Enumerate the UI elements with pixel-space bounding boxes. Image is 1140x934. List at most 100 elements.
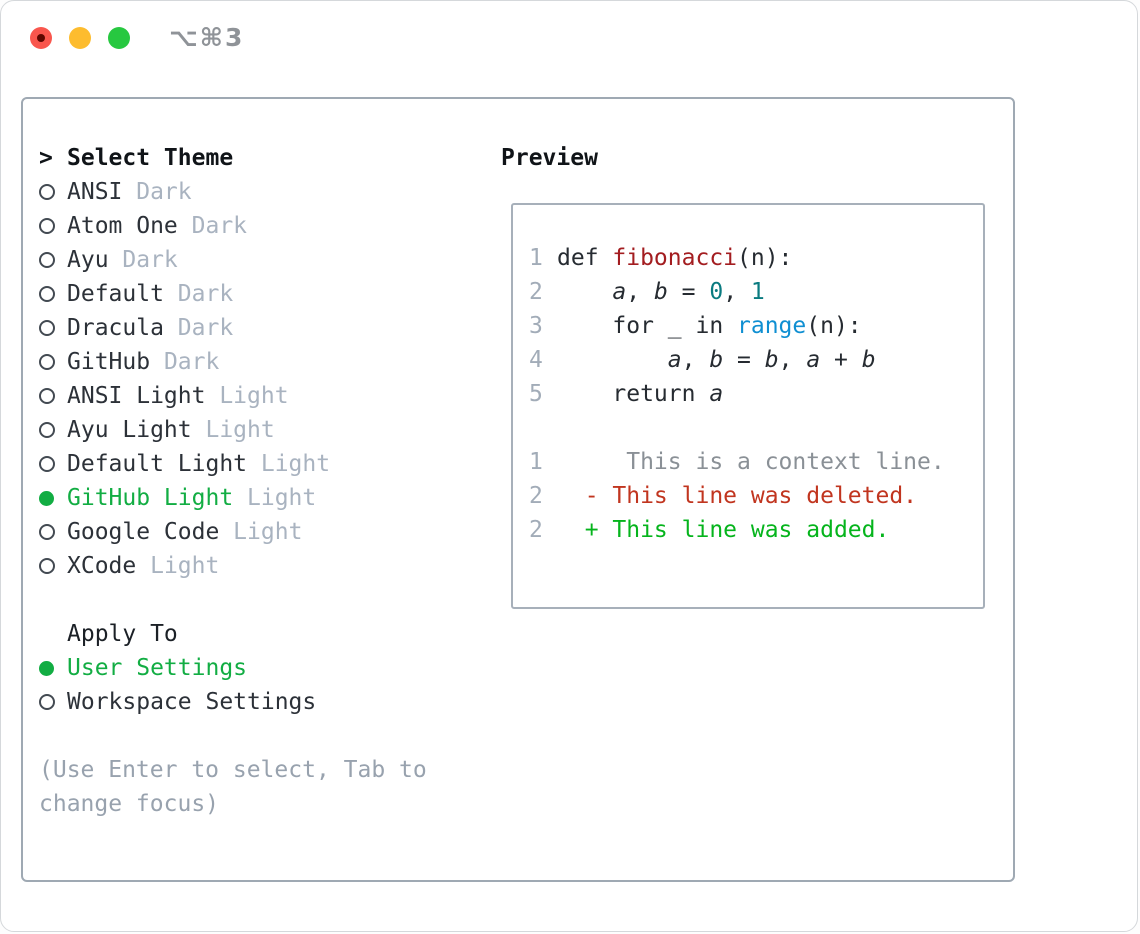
code-segment: - This line was deleted. [557, 483, 918, 509]
code-segment: b [653, 279, 668, 305]
preview-title: Preview [501, 145, 598, 171]
code-segment: = [723, 347, 765, 373]
theme-variant-tag: Light [205, 383, 289, 409]
radio-icon [39, 422, 55, 438]
theme-option-github[interactable]: GitHub Dark [39, 345, 427, 379]
radio-icon [39, 694, 55, 710]
theme-variant-tag: Light [233, 485, 317, 511]
line-number: 2 [529, 483, 543, 509]
hint-line-1: (Use Enter to select, Tab to [39, 757, 427, 783]
spacer [39, 719, 427, 753]
window-title: ⌥⌘3 [169, 23, 245, 52]
radio-icon [39, 354, 55, 370]
theme-option-default-light[interactable]: Default Light Light [39, 447, 427, 481]
code-segment: a [667, 347, 682, 373]
theme-variant-tag: Dark [122, 179, 192, 205]
radio-icon [39, 252, 55, 268]
theme-option-default[interactable]: Default Dark [39, 277, 427, 311]
preview-line: 4 a, b = b, a + b [529, 343, 983, 377]
preview-line: 2 + This line was added. [529, 513, 983, 547]
theme-name: Ayu Light [67, 417, 192, 443]
radio-icon [39, 456, 55, 472]
code-segment: fibonacci [612, 245, 738, 271]
theme-name: ANSI Light [67, 383, 206, 409]
radio-icon [39, 524, 55, 540]
theme-name: Default Light [67, 451, 248, 477]
preview-line: 1 This is a context line. [529, 445, 983, 479]
blank-line [529, 411, 983, 445]
theme-name: Dracula [67, 315, 164, 341]
apply-to-title: Apply To [67, 621, 178, 647]
code-segment: a [709, 381, 724, 407]
theme-name: GitHub [67, 349, 151, 375]
code-segment: , [626, 279, 654, 305]
line-number: 1 [529, 245, 543, 271]
line-number: 4 [529, 347, 543, 373]
apply-option-workspace-settings[interactable]: Workspace Settings [39, 685, 427, 719]
select-theme-header: > Select Theme [39, 141, 427, 175]
theme-variant-tag: Dark [108, 247, 178, 273]
minimize-button[interactable] [69, 27, 91, 49]
theme-variant-tag: Light [247, 451, 331, 477]
theme-option-atom-one[interactable]: Atom One Dark [39, 209, 427, 243]
theme-name: Atom One [67, 213, 178, 239]
code-segment: , [681, 347, 710, 373]
theme-option-ansi-light[interactable]: ANSI Light Light [39, 379, 427, 413]
code-segment: (n): [806, 313, 862, 339]
code-segment: This is a context line. [557, 449, 945, 475]
theme-option-ansi[interactable]: ANSI Dark [39, 175, 427, 209]
theme-variant-tag: Light [136, 553, 220, 579]
code-segment: b [764, 347, 779, 373]
theme-variant-tag: Light [191, 417, 275, 443]
line-number: 2 [529, 279, 543, 305]
line-number: 1 [529, 449, 543, 475]
code-segment: 1 [750, 279, 765, 305]
radio-icon [39, 558, 55, 574]
theme-option-ayu-light[interactable]: Ayu Light Light [39, 413, 427, 447]
zoom-button[interactable] [108, 27, 130, 49]
code-segment [557, 347, 668, 373]
apply-to-header: Apply To [39, 617, 427, 651]
apply-option-label: User Settings [67, 655, 248, 681]
radio-selected-icon [39, 660, 54, 676]
theme-variant-tag: Light [219, 519, 303, 545]
theme-option-github-light[interactable]: GitHub Light Light [39, 481, 427, 515]
theme-name: GitHub Light [67, 485, 234, 511]
line-number: 5 [529, 381, 543, 407]
preview-line: 3 for _ in range(n): [529, 309, 983, 343]
theme-option-ayu[interactable]: Ayu Dark [39, 243, 427, 277]
line-number: 3 [529, 313, 543, 339]
preview-line: 5 return a [529, 377, 983, 411]
apply-option-user-settings[interactable]: User Settings [39, 651, 427, 685]
code-segment: range [737, 313, 807, 339]
code-segment: (n): [737, 245, 793, 271]
radio-icon [39, 286, 55, 302]
close-button[interactable] [30, 27, 52, 49]
code-segment: b [709, 347, 724, 373]
theme-option-dracula[interactable]: Dracula Dark [39, 311, 427, 345]
code-segment: b [861, 347, 876, 373]
theme-variant-tag: Dark [163, 281, 234, 307]
hint-line-2: change focus) [39, 791, 220, 817]
code-segment: = [667, 279, 710, 305]
radio-selected-icon [39, 490, 54, 506]
preview-line: 2 a, b = 0, 1 [529, 275, 983, 309]
code-segment: for _ in [557, 313, 738, 339]
code-segment [557, 279, 612, 305]
prompt-icon: > [39, 145, 53, 171]
theme-option-xcode[interactable]: XCode Light [39, 549, 427, 583]
code-segment: + This line was added. [557, 517, 890, 543]
close-dot-icon [37, 34, 45, 42]
code-segment: , [723, 279, 751, 305]
theme-option-google-code[interactable]: Google Code Light [39, 515, 427, 549]
theme-name: XCode [67, 553, 137, 579]
code-segment: return [557, 381, 710, 407]
theme-name: Ayu [67, 247, 109, 273]
